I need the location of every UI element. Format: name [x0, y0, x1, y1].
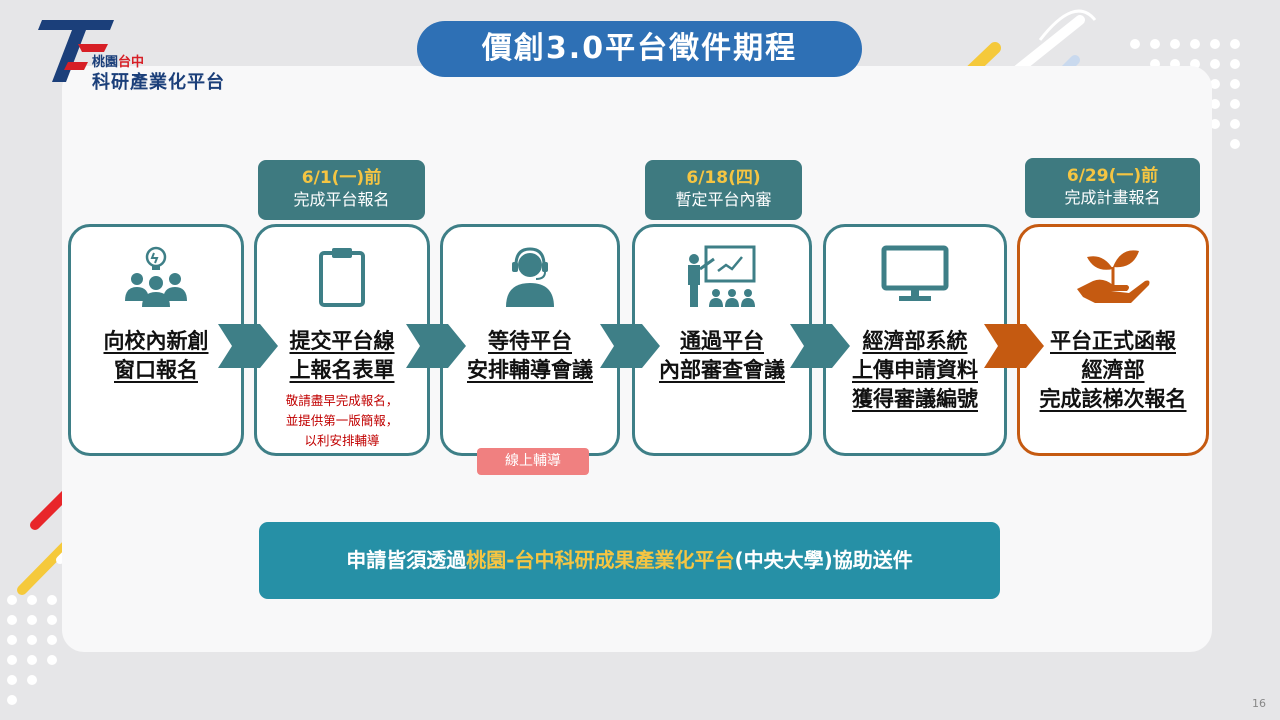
badge-date: 6/1(一)前: [301, 168, 382, 188]
step-label: 向校內新創窗口報名: [103, 329, 209, 382]
clipboard-icon: [319, 248, 365, 307]
step-note: 敬請盡早完成報名，並提供第一版簡報，以利安排輔導: [285, 393, 399, 448]
step-3-card: 等待平台安排輔導會議: [440, 224, 620, 456]
date-badge-2: 6/18(四) 暫定平台內審: [645, 160, 802, 220]
platform-highlight: 桃園-台中科研成果產業化平台: [466, 548, 735, 572]
date-badge-3: 6/29(一)前 完成計畫報名: [1025, 158, 1200, 218]
note-suffix: (中央大學)協助送件: [734, 548, 913, 572]
logo: 桃園台中 科研產業化平台: [38, 14, 268, 94]
step-label: 通過平台內部審查會議: [659, 329, 785, 382]
presentation-icon: [688, 245, 756, 307]
badge-date: 6/29(一)前: [1066, 166, 1159, 186]
step-1-card: 向校內新創窗口報名: [68, 224, 244, 456]
logo-line1: 桃園台中: [92, 55, 145, 70]
flow-arrow-3: [600, 324, 660, 368]
step-label: 經濟部系統上傳申請資料獲得審議編號: [852, 329, 978, 411]
flow-arrow-2: [406, 324, 466, 368]
flow-arrow-1: [218, 324, 278, 368]
submission-note-bar: 申請皆須透過桃園-台中科研成果產業化平台(中央大學)協助送件: [259, 522, 1000, 599]
page-number: 16: [1252, 697, 1266, 710]
date-badge-1: 6/1(一)前 完成平台報名: [258, 160, 425, 220]
page-title: 價創3.0平台徵件期程: [417, 21, 862, 77]
note-prefix: 申請皆須透過: [346, 548, 467, 572]
step-6-card: 平台正式函報經濟部完成該梯次報名: [1017, 224, 1209, 456]
badge-date: 6/18(四): [686, 168, 761, 188]
headset-user-icon: [506, 247, 554, 307]
step-2-card: 提交平台線上報名表單 敬請盡早完成報名，並提供第一版簡報，以利安排輔導: [254, 224, 430, 456]
step-4-card: 通過平台內部審查會議: [632, 224, 812, 456]
badge-sub: 完成計畫報名: [1064, 188, 1161, 207]
step-5-card: 經濟部系統上傳申請資料獲得審議編號: [823, 224, 1007, 456]
step-label: 等待平台安排輔導會議: [467, 329, 593, 382]
lightbulb-team-icon: [125, 246, 187, 307]
step-label: 提交平台線上報名表單: [289, 329, 395, 382]
online-tag: 線上輔導: [477, 448, 589, 475]
monitor-icon: [881, 245, 949, 301]
logo-mark-icon: [38, 20, 114, 82]
step-label: 平台正式函報經濟部完成該梯次報名: [1039, 329, 1187, 411]
badge-sub: 完成平台報名: [293, 190, 390, 209]
badge-sub: 暫定平台內審: [675, 190, 772, 209]
flow-arrow-5: [984, 324, 1044, 368]
plant-hand-icon: [1077, 250, 1150, 303]
logo-line2: 科研產業化平台: [92, 72, 225, 93]
flow-arrow-4: [790, 324, 850, 368]
